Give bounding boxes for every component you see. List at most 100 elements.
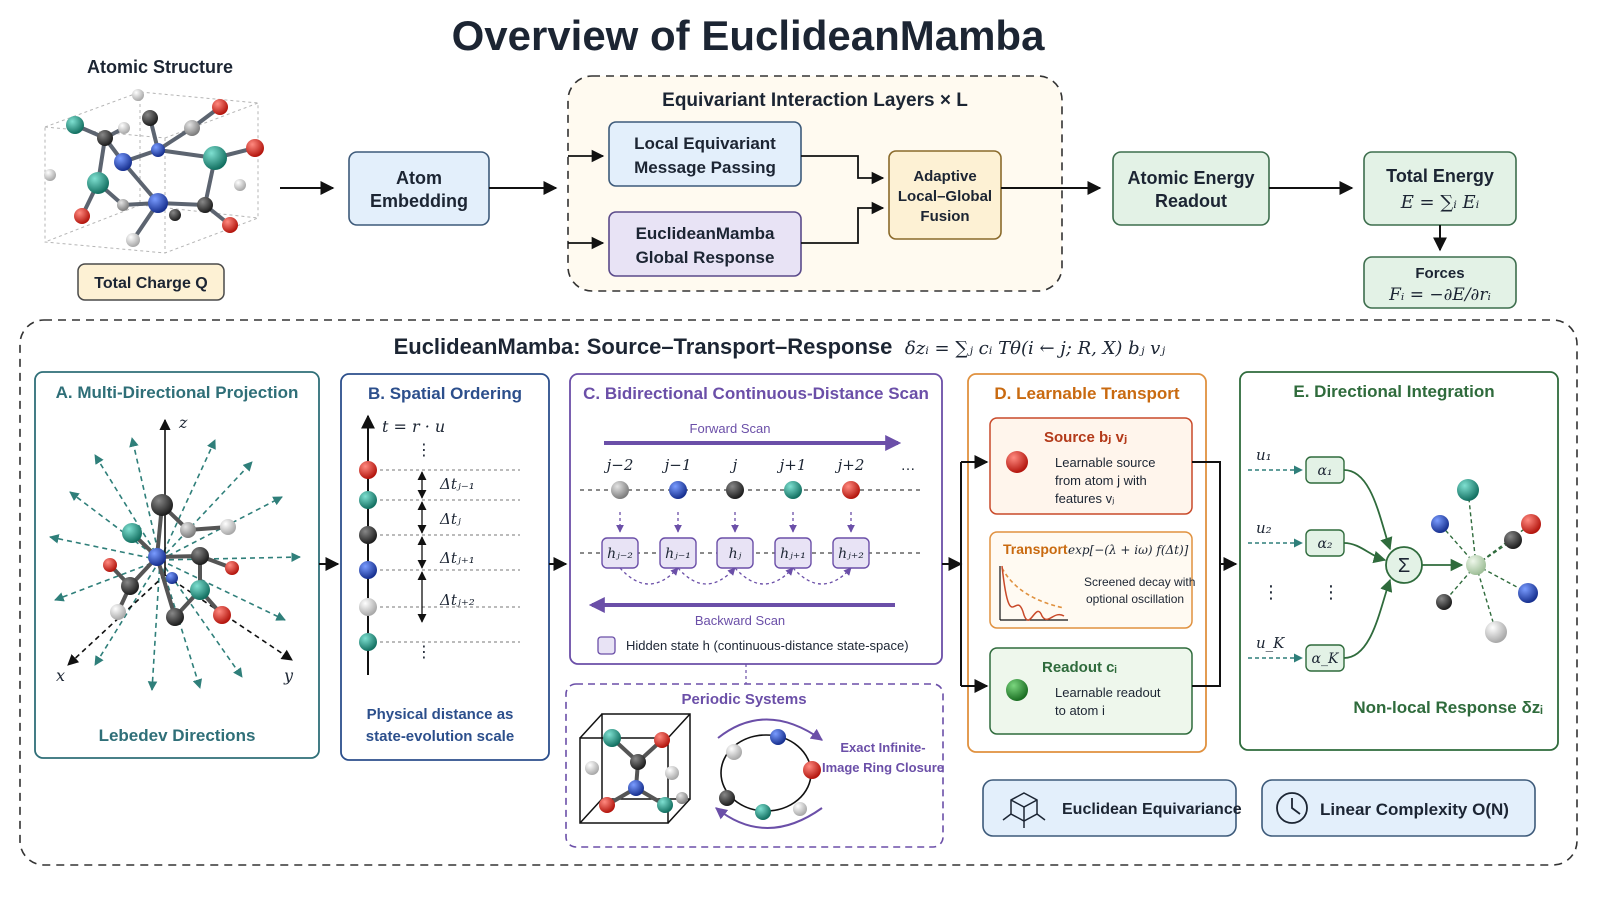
delta-t-4: Δtⱼ₊₂ bbox=[439, 591, 475, 609]
index-label: j−1 bbox=[662, 456, 692, 474]
periodic-systems-panel: Periodic Systems bbox=[565, 683, 944, 848]
page-title: Overview of EuclideanMamba bbox=[452, 12, 1046, 59]
backward-scan-label: Backward Scan bbox=[695, 613, 785, 628]
source-text-line1: Learnable source bbox=[1055, 455, 1155, 470]
periodic-caption-line2: Image Ring Closure bbox=[822, 760, 944, 775]
readout-text-line1: Learnable readout bbox=[1055, 685, 1161, 700]
layers-title: Equivariant Interaction Layers × L bbox=[662, 90, 968, 111]
alpha-k: α_K bbox=[1312, 651, 1340, 667]
uk-label: u_K bbox=[1256, 634, 1285, 652]
ellipsis-bottom: ⋮ bbox=[416, 644, 432, 661]
panel-e: E. Directional Integration u₁ u₂ u_K ⋮ ⋮… bbox=[1239, 371, 1559, 751]
panel-b: B. Spatial Ordering t = r · u ⋮ ⋮ Δtⱼ₋₁ … bbox=[340, 373, 550, 761]
sum-symbol: Σ bbox=[1398, 555, 1410, 577]
fusion-line3: Fusion bbox=[920, 208, 969, 225]
u1-label: u₁ bbox=[1256, 446, 1272, 464]
panel-e-caption: Non-local Response δzᵢ bbox=[1353, 698, 1542, 717]
panel-a-caption: Lebedev Directions bbox=[99, 726, 256, 745]
panel-b-caption-line1: Physical distance as bbox=[367, 706, 514, 723]
total-energy-box: Total Energy E = ∑ᵢ Eᵢ bbox=[1363, 151, 1517, 226]
hidden-state: hⱼ₊₂ bbox=[838, 546, 864, 562]
transport-text-line1: Screened decay with bbox=[1084, 575, 1195, 589]
ellipsis-alpha: ⋮ bbox=[1322, 582, 1340, 602]
panel-a: A. Multi-Directional Projection bbox=[34, 371, 320, 759]
delta-t-1: Δtⱼ₋₁ bbox=[439, 475, 475, 493]
readout-line1: Atomic Energy bbox=[1127, 168, 1254, 188]
forward-scan-label: Forward Scan bbox=[690, 421, 771, 436]
fusion-line1: Adaptive bbox=[913, 168, 976, 185]
adaptive-fusion-box: Adaptive Local–Global Fusion bbox=[888, 150, 1002, 240]
readout-title: Readout cᵢ bbox=[1042, 659, 1117, 676]
equivariance-label: Euclidean Equivariance bbox=[1062, 801, 1242, 818]
ellipsis-u: ⋮ bbox=[1262, 582, 1280, 602]
readout-box: Readout cᵢ Learnable readout to atom i bbox=[989, 647, 1193, 735]
hidden-state-legend-swatch bbox=[597, 636, 616, 655]
global-response-box: EuclideanMamba Global Response bbox=[608, 211, 802, 277]
atomic-structure-label: Atomic Structure bbox=[87, 57, 233, 77]
panel-b-caption-line2: state-evolution scale bbox=[366, 728, 514, 745]
total-charge-label: Total Charge Q bbox=[94, 275, 208, 292]
decay-plot bbox=[999, 565, 1068, 621]
ring-closure-illustration bbox=[715, 718, 823, 829]
total-energy-line1: Total Energy bbox=[1386, 166, 1494, 186]
atomic-structure-illustration bbox=[44, 89, 264, 254]
total-charge-box: Total Charge Q bbox=[77, 263, 225, 301]
panel-d-title: D. Learnable Transport bbox=[994, 384, 1179, 403]
local-mp-line1: Local Equivariant bbox=[634, 134, 776, 153]
axis-z-label: z bbox=[178, 413, 188, 432]
panel-d: D. Learnable Transport Source bⱼ vⱼ Lear… bbox=[960, 373, 1221, 753]
transport-title: Transport bbox=[1003, 541, 1068, 557]
forces-line1: Forces bbox=[1415, 265, 1464, 282]
panel-a-title: A. Multi-Directional Projection bbox=[56, 383, 299, 402]
hidden-state: hⱼ₊₁ bbox=[780, 546, 806, 562]
euclidean-equivariance-badge: Euclidean Equivariance bbox=[982, 779, 1242, 837]
hidden-state: hⱼ bbox=[729, 546, 742, 562]
bottom-title: EuclideanMamba: Source–Transport–Respons… bbox=[394, 334, 893, 359]
hidden-state: hⱼ₋₁ bbox=[665, 546, 691, 562]
source-text-line2: from atom j with bbox=[1055, 473, 1147, 488]
global-response-line1: EuclideanMamba bbox=[636, 224, 775, 243]
panel-b-title: B. Spatial Ordering bbox=[368, 384, 522, 403]
periodic-cell-illustration bbox=[579, 713, 691, 824]
readout-text-line2: to atom i bbox=[1055, 703, 1105, 718]
sum-node bbox=[1385, 546, 1423, 584]
panel-c-title: C. Bidirectional Continuous-Distance Sca… bbox=[583, 384, 929, 403]
global-response-line2: Global Response bbox=[636, 248, 775, 267]
periodic-title: Periodic Systems bbox=[681, 691, 806, 708]
clock-icon bbox=[1276, 792, 1308, 824]
atomic-energy-readout-box: Atomic Energy Readout bbox=[1112, 151, 1270, 226]
source-text-line3: features vⱼ bbox=[1055, 491, 1114, 506]
axis-y-label: y bbox=[283, 666, 294, 685]
panel-e-title: E. Directional Integration bbox=[1293, 382, 1494, 401]
periodic-caption-line1: Exact Infinite- bbox=[840, 740, 925, 755]
local-mp-line2: Message Passing bbox=[634, 158, 776, 177]
index-label: j+2 bbox=[835, 456, 865, 474]
alpha-1: α₁ bbox=[1317, 463, 1332, 479]
bottom-equation: δzᵢ = ∑ⱼ cᵢ Tθ(i ← j; R, X) bⱼ vⱼ bbox=[905, 338, 1165, 359]
nonlocal-response-illustration bbox=[1431, 479, 1541, 643]
cube-icon bbox=[1002, 792, 1046, 828]
u2-label: u₂ bbox=[1256, 519, 1272, 537]
source-transport-response-container: EuclideanMamba: Source–Transport–Respons… bbox=[19, 319, 1578, 866]
hidden-state-legend: Hidden state h (continuous-distance stat… bbox=[626, 638, 909, 653]
index-label: j bbox=[730, 456, 738, 474]
atom-embedding-box: Atom Embedding bbox=[348, 151, 490, 226]
index-label: j−2 bbox=[604, 456, 634, 474]
ellipsis: … bbox=[901, 457, 916, 474]
transport-formula: exp[−(λ + iω) f(Δt)] bbox=[1068, 543, 1189, 557]
ellipsis-top: ⋮ bbox=[416, 442, 432, 459]
transport-text-line2: optional oscillation bbox=[1086, 592, 1184, 606]
readout-line2: Readout bbox=[1155, 191, 1227, 211]
lebedev-directions-illustration: z x y bbox=[49, 413, 301, 691]
t-equals-r-dot-u: t = r · u bbox=[382, 417, 445, 436]
hidden-state: hⱼ₋₂ bbox=[607, 546, 633, 562]
index-label: j+1 bbox=[777, 456, 807, 474]
source-box: Source bⱼ vⱼ Learnable source from atom … bbox=[989, 417, 1193, 515]
panel-c: C. Bidirectional Continuous-Distance Sca… bbox=[569, 373, 943, 665]
forces-box: Forces Fᵢ = −∂E/∂rᵢ bbox=[1363, 256, 1517, 309]
source-title: Source bⱼ vⱼ bbox=[1044, 429, 1127, 446]
local-message-passing-box: Local Equivariant Message Passing bbox=[608, 121, 802, 187]
scan-index-labels: j−2 j−1 j j+1 j+2 … bbox=[604, 456, 916, 474]
linear-complexity-badge: Linear Complexity O(N) bbox=[1261, 779, 1536, 837]
